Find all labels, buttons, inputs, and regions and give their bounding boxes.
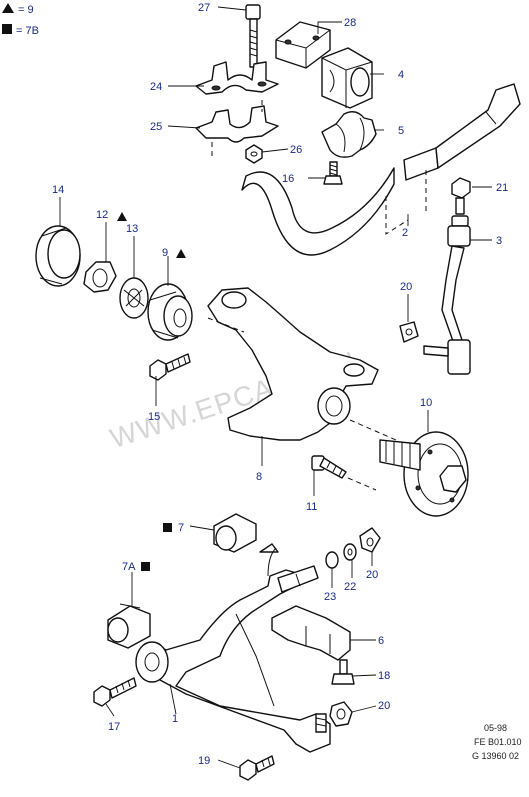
part-label: 6 xyxy=(378,635,384,647)
leader-lines xyxy=(59,6,492,769)
triangle-icon xyxy=(176,249,186,258)
part-label: 20 xyxy=(366,569,378,581)
part-label: 5 xyxy=(398,125,404,137)
part-label: 13 xyxy=(126,223,138,235)
legend-triangle-text: = 9 xyxy=(18,4,34,16)
square-icon xyxy=(163,523,172,532)
part-label: 27 xyxy=(198,2,210,14)
part-label: 8 xyxy=(256,471,262,483)
part-label: 9 xyxy=(162,247,168,259)
bolt-16 xyxy=(323,161,343,185)
reference-code-2: G 13960 02 xyxy=(472,751,519,761)
part-label: 14 xyxy=(52,184,64,196)
part-label: 10 xyxy=(420,397,432,409)
nut-12 xyxy=(83,261,117,293)
square-icon xyxy=(141,562,150,571)
part-label: 19 xyxy=(198,755,210,767)
part-label: 23 xyxy=(324,591,336,603)
part-label: 24 xyxy=(150,81,162,93)
bolt-15 xyxy=(149,353,191,381)
part-label: 17 xyxy=(108,721,120,733)
part-label: 7 xyxy=(178,522,184,534)
legend: = 9 = 7B xyxy=(2,3,39,37)
reference-date: 05-98 xyxy=(484,723,507,733)
part-label: 28 xyxy=(344,17,356,29)
part-label: 15 xyxy=(148,411,160,423)
part-label: 1 xyxy=(172,713,178,725)
part-label: 3 xyxy=(496,235,502,247)
reference-block: 05-98 FE B01.010 G 13960 02 xyxy=(472,723,522,761)
bolt-17 xyxy=(93,677,137,707)
triangle-icon xyxy=(117,212,127,221)
nut-21 xyxy=(451,177,471,215)
bolt-19 xyxy=(239,755,275,781)
part-label: 18 xyxy=(378,670,390,682)
part-label: 26 xyxy=(290,144,302,156)
cap-14 xyxy=(35,225,81,287)
part-label: 20 xyxy=(378,700,390,712)
washer-13 xyxy=(119,277,149,319)
knuckle-8 xyxy=(207,287,397,441)
bolt-18 xyxy=(331,659,355,685)
lower-arm-1 xyxy=(135,565,331,753)
part-labels: 27 28 24 4 25 5 26 16 21 14 12 13 9 2 3 … xyxy=(52,2,508,767)
part-label: 11 xyxy=(306,501,317,513)
bolt-11 xyxy=(311,455,377,491)
bush-7 xyxy=(163,513,279,577)
nut-20-upper xyxy=(399,321,419,343)
part-label: 7A xyxy=(122,561,136,573)
square-icon xyxy=(2,24,12,34)
hub-10 xyxy=(379,431,469,517)
part-label: 21 xyxy=(496,182,508,194)
part-label: 22 xyxy=(344,581,356,593)
nut-26 xyxy=(245,144,263,164)
part-label: 20 xyxy=(400,281,412,293)
part-label: 4 xyxy=(398,69,404,81)
link-3 xyxy=(423,215,471,375)
bush-7a xyxy=(107,562,151,649)
part-label: 25 xyxy=(150,121,162,133)
reference-code-1: FE B01.010 xyxy=(474,737,522,747)
part-label: 12 xyxy=(96,209,108,221)
clamp-25 xyxy=(195,100,279,158)
bush-4 xyxy=(321,47,373,109)
bolt-27 xyxy=(245,4,261,68)
clamp-24 xyxy=(195,61,279,95)
bracket-5 xyxy=(321,111,377,158)
triangle-icon xyxy=(2,3,14,13)
washers-22-23-20 xyxy=(325,527,381,569)
part-label: 16 xyxy=(282,173,294,185)
plate-28 xyxy=(275,21,331,69)
stabilizer-bar-2 xyxy=(241,83,521,256)
bracket-6 xyxy=(271,605,351,661)
nut-20-lower xyxy=(329,701,353,727)
bearing-9 xyxy=(147,283,193,341)
part-label: 2 xyxy=(402,227,408,239)
legend-square-text: = 7B xyxy=(16,25,39,37)
